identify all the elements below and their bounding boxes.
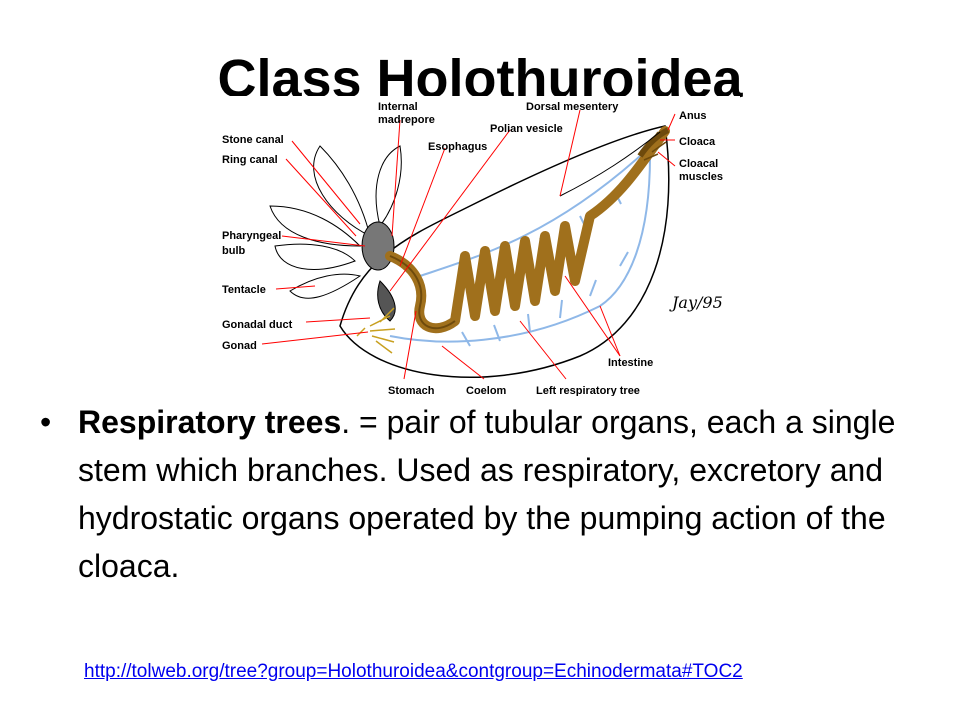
label-pharyngeal-bulb-line2: bulb bbox=[222, 245, 245, 257]
bullet-point: • Respiratory trees. = pair of tubular o… bbox=[40, 398, 920, 590]
label-tentacle: Tentacle bbox=[222, 284, 266, 296]
label-pharyngeal-bulb-line1: Pharyngeal bbox=[222, 230, 281, 242]
dorsal-mesentery bbox=[559, 131, 661, 197]
label-esophagus: Esophagus bbox=[428, 141, 487, 153]
label-stone-canal: Stone canal bbox=[222, 134, 284, 146]
label-polian-vesicle: Polian vesicle bbox=[490, 123, 563, 135]
label-internal-madrepore-line2: madrepore bbox=[378, 114, 435, 126]
label-cloacal-muscles-line2: muscles bbox=[679, 171, 723, 183]
cloaca bbox=[637, 127, 670, 158]
holothurian-anatomy-diagram: Stone canal Ring canal Pharyngeal bulb T… bbox=[220, 96, 740, 396]
bullet-marker: • bbox=[40, 404, 52, 440]
label-coelom: Coelom bbox=[466, 385, 507, 396]
label-gonadal-duct: Gonadal duct bbox=[222, 319, 293, 331]
bullet-text: Respiratory trees. = pair of tubular org… bbox=[78, 398, 920, 590]
bullet-term: Respiratory trees bbox=[78, 404, 342, 440]
label-anus: Anus bbox=[679, 110, 707, 122]
label-stomach: Stomach bbox=[388, 385, 435, 396]
label-ring-canal: Ring canal bbox=[222, 154, 278, 166]
bullet-description: . = pair of tubular organs, each a singl… bbox=[78, 404, 896, 584]
label-cloaca: Cloaca bbox=[679, 136, 716, 148]
gonad bbox=[356, 307, 396, 354]
label-left-respiratory-tree: Left respiratory tree bbox=[536, 385, 640, 396]
label-internal-madrepore-line1: Internal bbox=[378, 101, 418, 113]
tentacles bbox=[269, 145, 402, 299]
artist-signature: Jay/95 bbox=[669, 293, 723, 312]
label-intestine: Intestine bbox=[608, 357, 653, 369]
label-dorsal-mesentery: Dorsal mesentery bbox=[526, 101, 619, 113]
source-link[interactable]: http://tolweb.org/tree?group=Holothuroid… bbox=[84, 661, 743, 682]
label-gonad: Gonad bbox=[222, 340, 257, 352]
label-cloacal-muscles-line1: Cloacal bbox=[679, 158, 718, 170]
pharyngeal-bulb bbox=[361, 221, 395, 271]
leader-lines bbox=[261, 109, 676, 380]
